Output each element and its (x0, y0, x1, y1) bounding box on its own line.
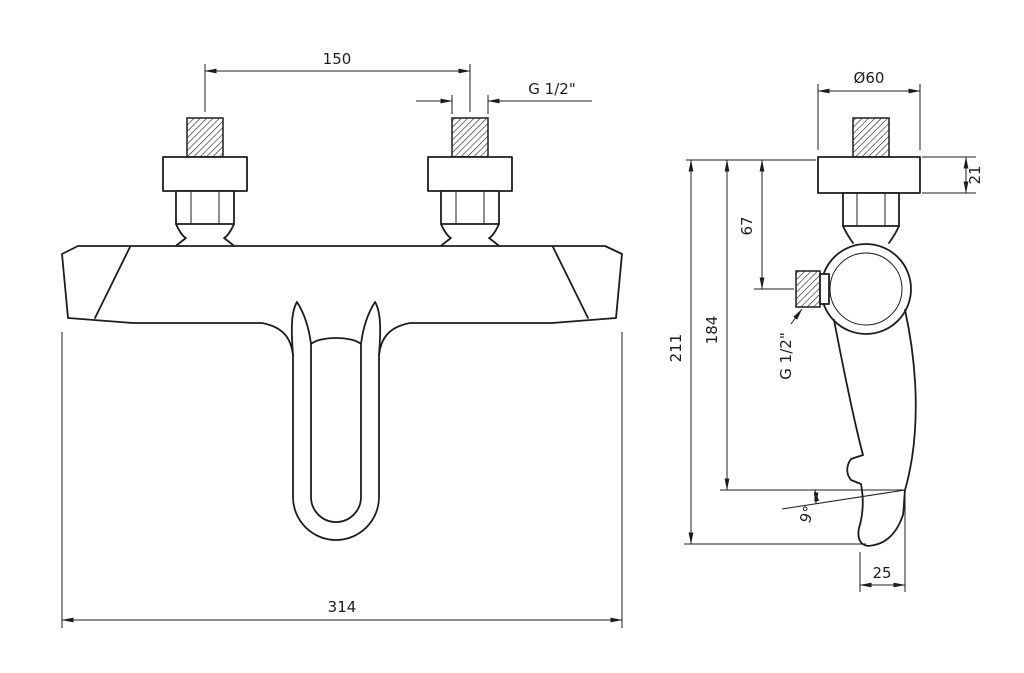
dim-overall-height: 211 (667, 159, 866, 545)
right-inlet-connector (427, 117, 513, 247)
dim-spout-drop: 184 (703, 159, 905, 491)
dim-inlet-spacing: 150 (204, 50, 471, 112)
left-hex-nut (175, 190, 235, 225)
front-view: 150 G 1/2" 314 (61, 50, 623, 628)
side-thread (852, 117, 890, 158)
dim-outlet-thread: G 1/2" (777, 308, 803, 380)
body-right-chamfer (552, 246, 589, 319)
valve-body-inner-circle (829, 252, 903, 326)
dim-g12-side-label: G 1/2" (777, 332, 795, 379)
dim-184-label: 184 (703, 316, 721, 345)
dim-tip-offset: 25 (859, 496, 906, 592)
right-hex-nut (440, 190, 500, 225)
side-neck (842, 225, 900, 244)
left-thread (186, 117, 224, 158)
left-flange (162, 156, 248, 192)
left-neck (175, 223, 235, 247)
dim-9deg-label: 9° (796, 504, 818, 526)
outlet-collar (819, 273, 830, 305)
dim-flange-diameter: Ø60 (817, 69, 921, 150)
dim-spout-angle: 9° (781, 489, 906, 526)
side-hex-nut (842, 192, 900, 227)
spout-right-spike (360, 301, 382, 356)
dim-150-label: 150 (323, 50, 352, 68)
spout-inner-channel (310, 343, 362, 523)
body-left-chamfer (94, 246, 131, 319)
dim-g12-front-label: G 1/2" (528, 80, 575, 98)
spout-channel-top (310, 337, 362, 345)
dim-25-label: 25 (872, 564, 891, 582)
dim-21-label: 21 (966, 165, 984, 184)
spout-left-spike (290, 301, 312, 356)
faucet-body-outline (61, 245, 623, 541)
outlet-thread (795, 270, 821, 308)
dim-overall-width: 314 (61, 332, 623, 628)
side-flange (817, 156, 921, 194)
right-neck (440, 223, 500, 247)
dim-outlet-offset: 67 (738, 159, 794, 290)
side-view: Ø60 21 67 184 (667, 69, 984, 592)
dim-314-label: 314 (328, 598, 357, 616)
left-inlet-connector (162, 117, 248, 247)
dim-inlet-thread: G 1/2" (416, 80, 592, 114)
right-flange (427, 156, 513, 192)
right-thread (451, 117, 489, 158)
dim-flange-depth: 21 (922, 156, 984, 194)
dim-211-label: 211 (667, 334, 685, 363)
dim-67-label: 67 (738, 216, 756, 235)
spout-side-profile (833, 309, 917, 547)
dim-d60-label: Ø60 (854, 69, 885, 87)
